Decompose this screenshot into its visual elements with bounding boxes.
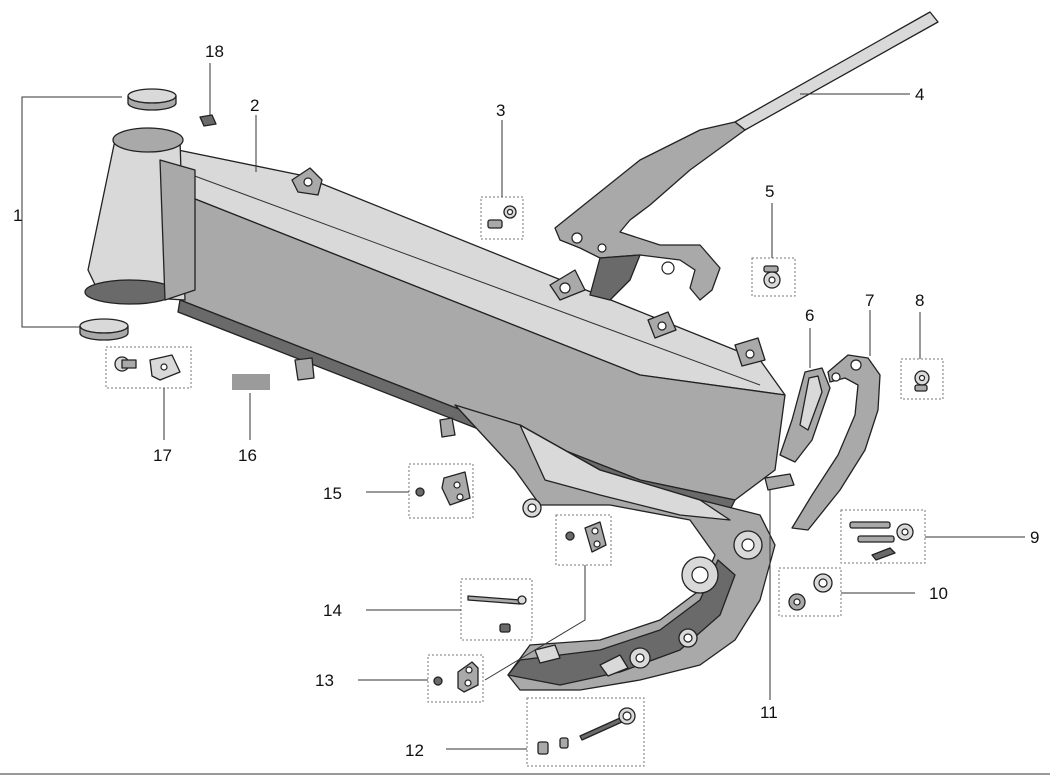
callout-10: 10 (929, 584, 948, 603)
callout-11: 11 (760, 703, 778, 722)
part-12-rod-end (526, 697, 645, 767)
callout-16: 16 (238, 446, 257, 465)
part-18-small-screw (199, 114, 217, 127)
part-3-bolt-group (480, 196, 524, 240)
callout-4: 4 (915, 85, 924, 104)
callout-9: 9 (1030, 528, 1039, 547)
part-10-washers (778, 567, 842, 617)
part-13-bracket (427, 654, 484, 703)
callout-15: 15 (323, 484, 342, 503)
callout-1: 1 (13, 206, 22, 225)
callout-13: 13 (315, 671, 334, 690)
callout-numbers: 1 2 3 4 5 6 7 8 9 10 11 12 13 14 15 16 1… (13, 42, 1039, 760)
part-11-pad (764, 473, 795, 491)
part-17-bolt-clip (105, 346, 192, 389)
part-7-chain-guide (791, 354, 881, 531)
callout-17: 17 (153, 446, 172, 465)
leader-lines (21, 63, 1025, 750)
callout-12: 12 (405, 741, 424, 760)
callout-8: 8 (915, 291, 924, 310)
part-13-14-upper-bracket (555, 514, 612, 566)
part-16-pad (232, 374, 270, 390)
callout-5: 5 (765, 182, 774, 201)
part-14-pin-rod (460, 578, 533, 641)
part-15-bracket (408, 463, 474, 519)
part-9-bolt-set (840, 509, 926, 564)
callout-6: 6 (805, 306, 814, 325)
main-frame (84, 127, 786, 691)
callout-14: 14 (323, 601, 342, 620)
part-8-bolt (900, 358, 944, 400)
part-5-bolt (751, 257, 796, 297)
part-4-rear-arm (554, 11, 939, 301)
callout-7: 7 (865, 291, 874, 310)
callout-3: 3 (496, 101, 505, 120)
callout-18: 18 (205, 42, 224, 61)
part-1-bearing-rings (79, 88, 177, 341)
callout-2: 2 (250, 96, 259, 115)
part-6-guard (779, 367, 831, 463)
